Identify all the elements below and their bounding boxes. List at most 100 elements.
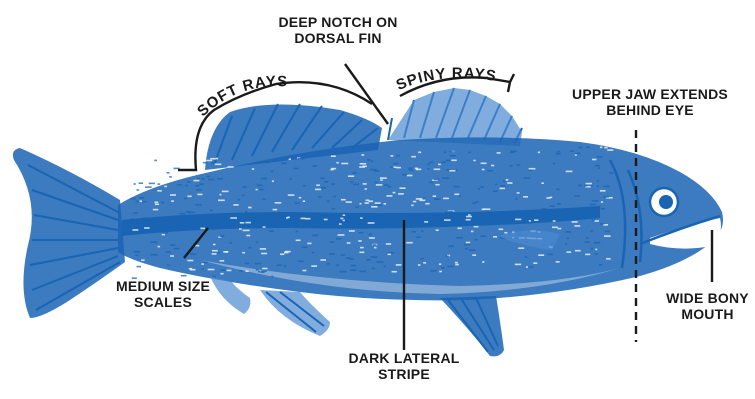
scale-mark (369, 234, 372, 236)
scale-mark (246, 222, 251, 224)
scale-mark (601, 208, 605, 210)
scale-mark (327, 263, 330, 265)
scale-mark (240, 222, 245, 224)
scale-mark (439, 271, 442, 273)
scale-mark (474, 239, 477, 241)
upper-jaw-label: UPPER JAW EXTENDS BEHIND EYE (560, 86, 740, 118)
scale-mark (271, 171, 274, 173)
scale-mark (574, 195, 580, 197)
scale-mark (377, 204, 382, 206)
scale-mark (449, 151, 453, 153)
scale-mark (592, 200, 599, 202)
scale-mark (137, 266, 142, 268)
scale-mark (510, 165, 513, 167)
scale-mark (200, 228, 205, 230)
wide-mouth-label: WIDE BONY MOUTH (660, 290, 755, 322)
scale-mark (384, 266, 386, 268)
scale-mark (217, 178, 223, 180)
scale-mark (295, 202, 300, 204)
scale-mark (245, 211, 247, 213)
scale-mark (424, 221, 428, 223)
scale-mark (395, 225, 399, 227)
scale-mark (188, 196, 192, 198)
scale-mark (199, 183, 203, 185)
scale-mark (167, 265, 169, 267)
scale-mark (552, 227, 558, 229)
scale-mark (604, 235, 611, 237)
scale-mark (190, 217, 195, 219)
scale-mark (255, 263, 261, 265)
scale-mark (141, 259, 145, 261)
scale-mark (186, 211, 191, 213)
scale-mark (339, 223, 342, 225)
scale-mark (396, 214, 402, 216)
scale-mark (466, 219, 471, 221)
scale-mark (416, 198, 423, 200)
scale-mark (541, 182, 544, 184)
scale-mark (242, 195, 245, 197)
scale-mark (433, 195, 437, 197)
scale-mark (515, 219, 521, 221)
scale-mark (222, 191, 229, 193)
scale-mark (331, 183, 335, 185)
scale-mark (338, 234, 345, 236)
scale-mark (359, 166, 365, 168)
scale-mark (220, 273, 223, 275)
scale-mark (397, 220, 400, 222)
scale-mark (195, 204, 201, 206)
scale-mark (604, 147, 607, 149)
scale-mark (450, 155, 456, 157)
scale-mark (261, 270, 267, 272)
scale-mark (348, 175, 354, 177)
scale-mark (144, 227, 150, 229)
scale-mark (218, 200, 225, 202)
scale-mark (392, 271, 397, 273)
scale-mark (239, 228, 242, 230)
scale-mark (243, 230, 250, 232)
scale-mark (446, 160, 451, 162)
scale-mark (597, 156, 603, 158)
scale-mark (355, 206, 359, 208)
scale-mark (482, 261, 484, 263)
scale-mark (299, 197, 301, 199)
scale-mark (538, 152, 540, 154)
scale-mark (249, 247, 252, 249)
scale-mark (429, 182, 433, 184)
scale-mark (318, 196, 322, 198)
scale-mark (515, 198, 517, 200)
scale-mark (601, 201, 603, 203)
scale-mark (553, 163, 556, 165)
scale-mark (230, 217, 237, 219)
scale-mark (330, 219, 333, 221)
scale-mark (275, 202, 282, 204)
scale-mark (261, 178, 267, 180)
scale-mark (158, 183, 161, 185)
scale-mark (360, 163, 367, 165)
scale-mark (307, 243, 311, 245)
scale-mark (341, 163, 348, 165)
scale-mark (497, 152, 501, 154)
scale-mark (430, 161, 434, 163)
scale-mark (418, 264, 421, 266)
scale-mark (478, 188, 480, 190)
scale-mark (396, 264, 402, 266)
scale-mark (553, 220, 556, 222)
scale-mark (365, 220, 368, 222)
anal-fin (440, 296, 504, 356)
pelvic-fin (260, 290, 330, 336)
scale-mark (340, 271, 347, 273)
scale-mark (201, 178, 204, 180)
scale-mark (352, 172, 356, 174)
scale-mark (137, 163, 141, 165)
scale-mark (533, 262, 537, 264)
scale-mark (289, 178, 292, 180)
scale-mark (174, 248, 180, 250)
scale-mark (556, 189, 559, 191)
scale-mark (365, 188, 367, 190)
eye-pupil (659, 195, 673, 209)
scale-mark (538, 254, 544, 256)
scale-mark (280, 254, 284, 256)
scale-mark (599, 264, 602, 266)
scale-mark (443, 198, 449, 200)
scale-mark (359, 232, 364, 234)
